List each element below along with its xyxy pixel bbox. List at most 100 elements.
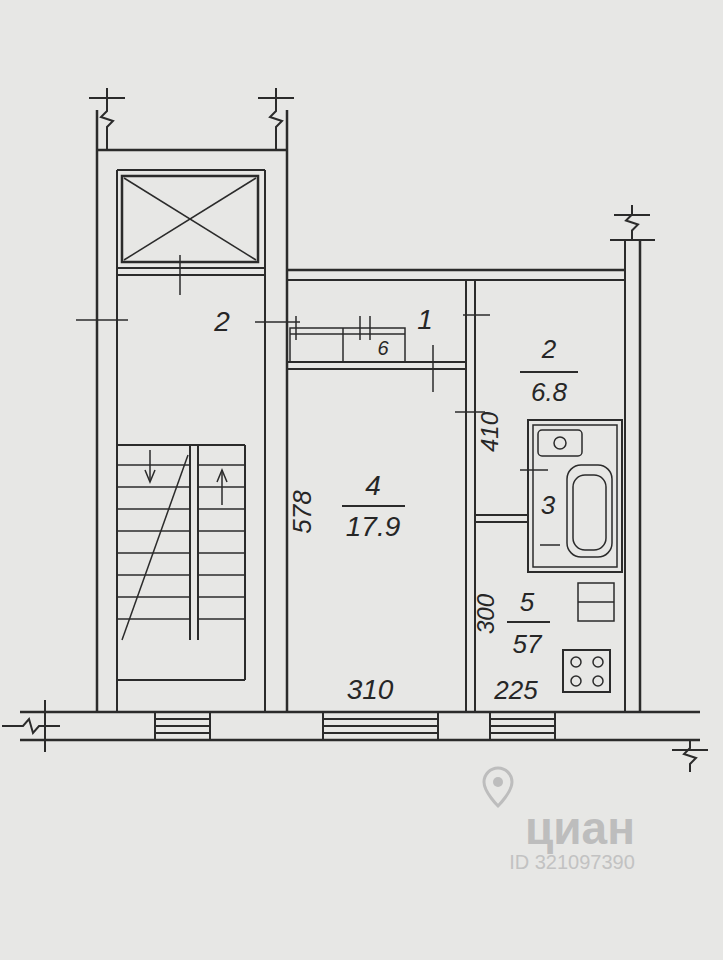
stair-step: [198, 464, 245, 466]
lift-shaft: [124, 178, 256, 260]
stove-symbol: [593, 676, 603, 686]
stove-symbol: [571, 657, 581, 667]
stove-symbol: [593, 657, 603, 667]
room-number: 6: [377, 338, 388, 358]
stair-flight: [244, 445, 246, 680]
dimension: 310: [347, 676, 394, 704]
wall-line: [286, 110, 289, 712]
break-symbol: [672, 749, 708, 751]
fraction-bar: [507, 621, 550, 623]
tick-mark: [76, 319, 128, 321]
wall-line: [117, 169, 265, 171]
wall-line: [287, 269, 625, 272]
bathroom-wall: [533, 425, 617, 567]
stair-step: [117, 596, 190, 598]
fraction-bar: [520, 371, 578, 373]
break-symbol: [44, 700, 46, 752]
stair-flight: [189, 445, 191, 640]
closet-outline: [290, 328, 405, 362]
stair-step: [117, 530, 190, 532]
window-symbol: [155, 725, 210, 727]
wall-line: [474, 280, 476, 712]
lift-shaft: [122, 176, 258, 262]
stair-step: [198, 574, 245, 576]
wall-line: [640, 711, 700, 713]
stair-step: [198, 508, 245, 510]
tick-mark: [432, 345, 434, 392]
room-number: 3: [541, 492, 555, 518]
sink-symbol: [554, 437, 566, 449]
wall-line: [475, 514, 528, 516]
tick-mark: [359, 316, 361, 340]
break-symbol: [684, 740, 696, 772]
dimension: 300: [474, 594, 498, 634]
stair-step: [117, 508, 190, 510]
wall-line: [96, 110, 99, 712]
break-symbol: [258, 97, 294, 99]
tick-mark: [295, 316, 297, 340]
room-number: 2: [214, 308, 230, 336]
wall-line: [20, 711, 700, 714]
tick-mark: [463, 314, 490, 316]
stair-step: [117, 486, 190, 488]
window-symbol: [155, 718, 210, 720]
window-symbol: [323, 725, 438, 727]
window-symbol: [490, 718, 555, 720]
window-symbol: [323, 718, 438, 720]
room-number: 5: [520, 589, 534, 615]
break-symbol: [610, 239, 655, 241]
dimension: 410: [478, 412, 502, 452]
stair-step: [117, 464, 190, 466]
wall-line: [287, 279, 625, 281]
wall-line: [287, 368, 465, 370]
room-number: 2: [542, 336, 556, 362]
sink-symbol: [538, 430, 582, 456]
closet-outline: [290, 333, 405, 335]
wall-line: [117, 274, 265, 276]
tick-mark: [520, 469, 548, 471]
wall-line: [117, 267, 265, 269]
stair-arrow: [217, 470, 227, 482]
stair-step: [198, 618, 245, 620]
closet-outline: [342, 328, 344, 362]
watermark-icon: [493, 777, 503, 787]
stair-step: [117, 574, 190, 576]
stair-flight: [117, 444, 245, 446]
wall-line: [465, 280, 467, 712]
bathtub-symbol: [573, 475, 606, 550]
wall-line: [639, 240, 642, 712]
window-symbol: [155, 732, 210, 734]
break-symbol: [626, 205, 638, 240]
watermark-id: ID 321097390: [509, 852, 635, 872]
tick-mark: [369, 316, 371, 340]
wall-line: [624, 240, 626, 712]
break-symbol: [614, 214, 650, 216]
room-area: 17.9: [346, 513, 401, 541]
room-number: 4: [365, 472, 381, 500]
bathroom-wall: [528, 420, 622, 572]
lift-shaft: [124, 178, 256, 260]
wall-line: [475, 521, 528, 523]
fraction-bar: [342, 505, 405, 507]
stair-arrow: [149, 450, 151, 480]
stair-arrow: [145, 470, 155, 482]
break-symbol: [89, 97, 125, 99]
counter-symbol: [578, 583, 614, 621]
room-area: 57: [513, 631, 542, 657]
stove-symbol: [563, 650, 610, 692]
wall-line: [97, 149, 287, 152]
wall-line: [116, 170, 118, 712]
room-number: 1: [417, 306, 433, 334]
dimension: 225: [494, 677, 537, 703]
stair-flight: [117, 679, 245, 681]
stair-arrow: [221, 470, 223, 505]
window-symbol: [490, 725, 555, 727]
bathtub-symbol: [567, 465, 612, 557]
stair-flight: [197, 445, 199, 640]
stair-step: [198, 530, 245, 532]
counter-symbol: [578, 601, 614, 603]
wall-line: [20, 739, 700, 742]
stair-step: [198, 596, 245, 598]
wall-line: [264, 170, 266, 712]
